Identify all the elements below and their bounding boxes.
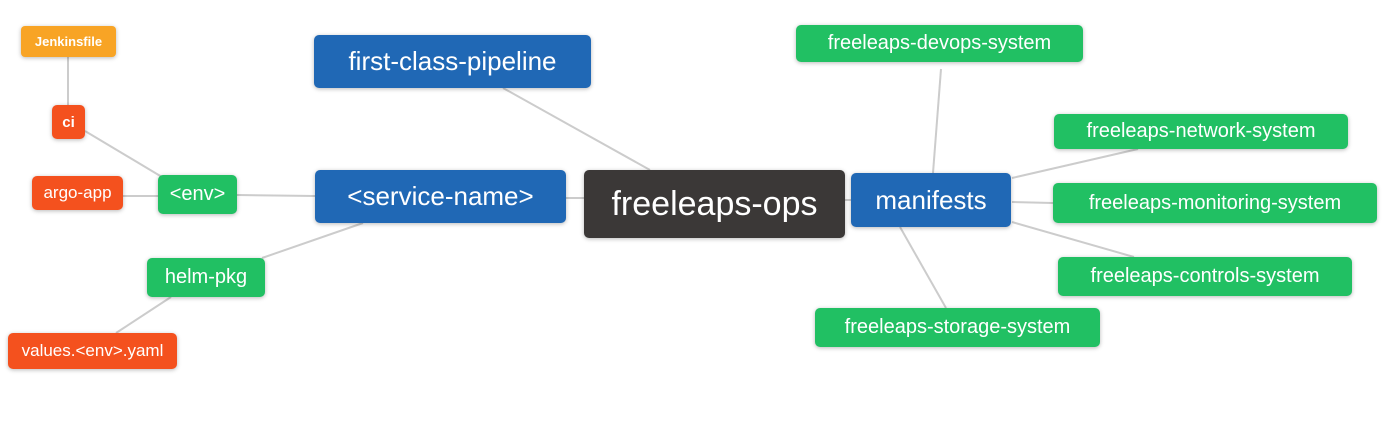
node-service-name[interactable]: <service-name> (315, 170, 566, 223)
node-freeleaps-ops-root[interactable]: freeleaps-ops (584, 170, 845, 238)
edge-manifests-network (1011, 148, 1139, 179)
edge-ci-env (84, 130, 163, 178)
node-values-env-yaml[interactable]: values.<env>.yaml (8, 333, 177, 369)
node-first-class-pipeline[interactable]: first-class-pipeline (314, 35, 591, 88)
node-helm-pkg[interactable]: helm-pkg (147, 258, 265, 297)
edge-pipeline-freeleaps-ops (502, 87, 651, 171)
node-freeleaps-monitoring-system[interactable]: freeleaps-monitoring-system (1053, 183, 1377, 223)
edge-manifests-monitoring (1011, 201, 1054, 204)
node-argo-app[interactable]: argo-app (32, 176, 123, 210)
node-env[interactable]: <env> (158, 175, 237, 214)
node-ci[interactable]: ci (52, 105, 85, 139)
edge-service-name-helm-pkg (261, 222, 364, 259)
edge-manifests-controls (1011, 221, 1135, 258)
node-freeleaps-controls-system[interactable]: freeleaps-controls-system (1058, 257, 1352, 296)
node-manifests[interactable]: manifests (851, 173, 1011, 227)
node-freeleaps-storage-system[interactable]: freeleaps-storage-system (815, 308, 1100, 347)
edge-manifests-storage (899, 226, 947, 309)
edge-devops-manifests (932, 68, 942, 174)
edge-env-service-name (236, 194, 316, 197)
edge-helm-pkg-values (115, 296, 172, 334)
node-freeleaps-devops-system[interactable]: freeleaps-devops-system (796, 25, 1083, 62)
node-freeleaps-network-system[interactable]: freeleaps-network-system (1054, 114, 1348, 149)
node-jenkinsfile[interactable]: Jenkinsfile (21, 26, 116, 57)
